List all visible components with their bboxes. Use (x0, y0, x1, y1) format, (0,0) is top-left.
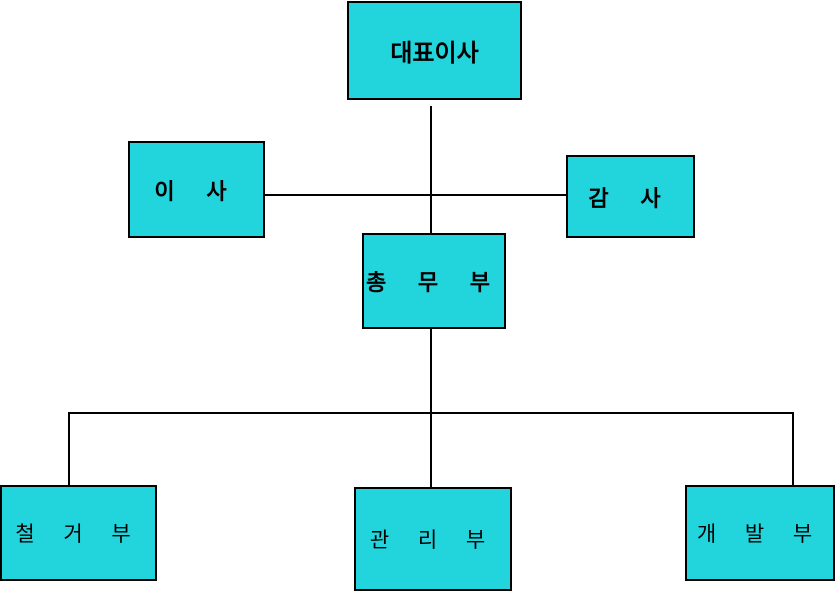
label-ceo: 대표이사 (390, 39, 479, 67)
box-director: 이 사 (128, 141, 265, 238)
box-development: 개 발 부 (685, 485, 835, 581)
label-demolition: 철 거 부 (15, 522, 142, 546)
box-management: 관 리 부 (354, 487, 512, 591)
box-auditor: 감 사 (566, 155, 695, 238)
box-demolition: 철 거 부 (0, 485, 157, 581)
label-director: 이 사 (154, 179, 239, 205)
label-general-affairs: 총 무 부 (365, 271, 503, 296)
label-management: 관 리 부 (369, 528, 497, 552)
box-general-affairs: 총 무 부 (362, 233, 506, 329)
label-development: 개 발 부 (696, 522, 824, 546)
box-ceo: 대표이사 (347, 1, 522, 100)
label-auditor: 감 사 (588, 186, 673, 212)
